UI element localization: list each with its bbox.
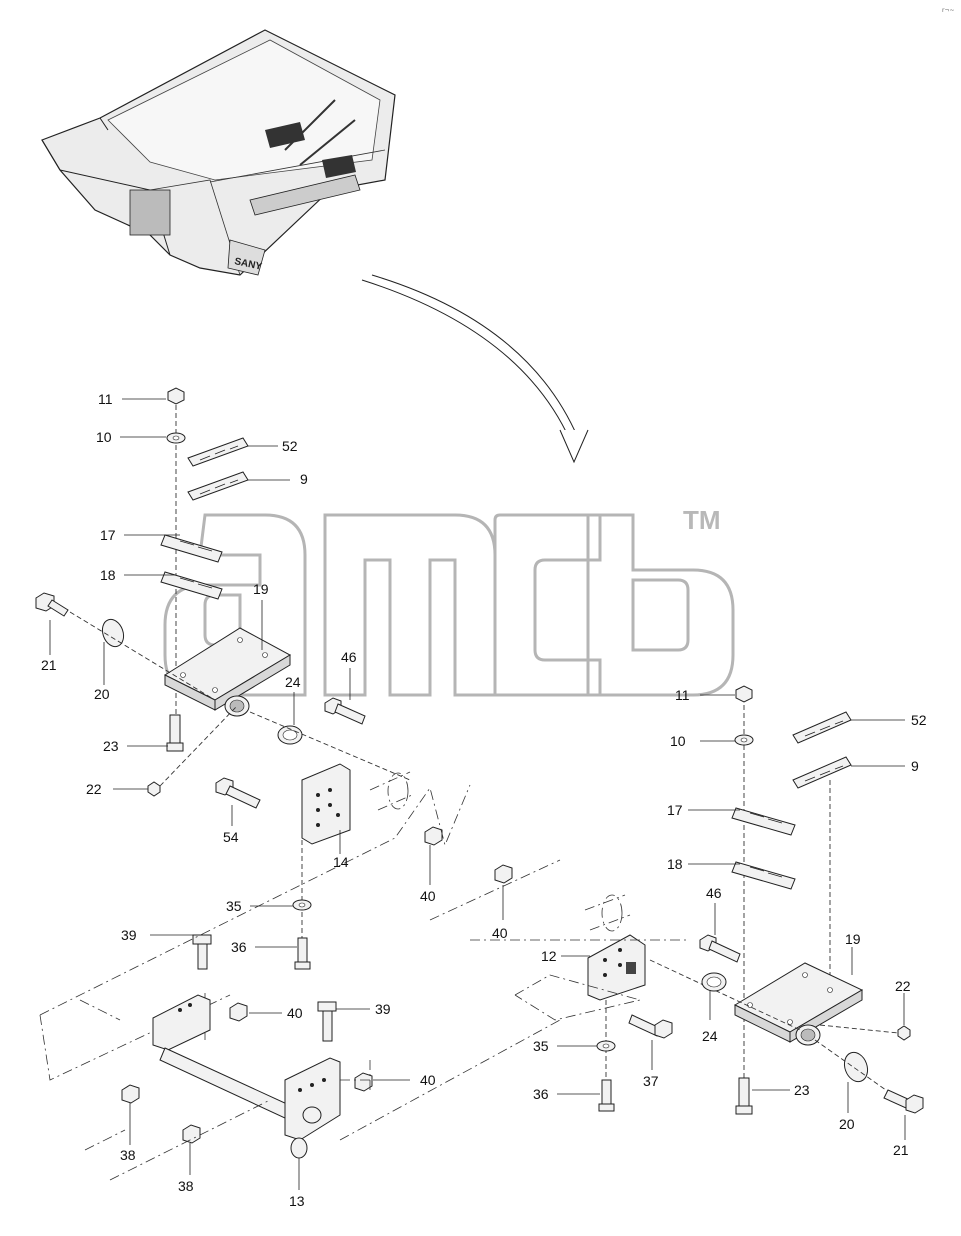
crossmember-13 bbox=[152, 994, 211, 1051]
callout-19: 19 bbox=[253, 581, 269, 597]
bolt-39-b bbox=[317, 1001, 337, 1012]
nut-40-b bbox=[229, 1002, 248, 1022]
callout-54: 54 bbox=[223, 829, 239, 845]
callout-13: 13 bbox=[289, 1193, 305, 1209]
shim-9-right bbox=[792, 756, 852, 789]
bracket-12 bbox=[587, 934, 646, 1001]
callout-37: 37 bbox=[643, 1073, 659, 1089]
curved-arrow bbox=[361, 274, 589, 464]
callout-39: 39 bbox=[121, 927, 137, 943]
nut-40-c bbox=[354, 1072, 373, 1092]
nut-38-b bbox=[182, 1124, 201, 1144]
nut-11 bbox=[167, 387, 185, 405]
bolt-36-right bbox=[601, 1079, 612, 1105]
nut-40-d bbox=[494, 864, 513, 884]
shim-9 bbox=[187, 471, 249, 501]
callout-14: 14 bbox=[333, 854, 349, 870]
dump-body-illustration: SANY bbox=[41, 29, 396, 276]
callout-24: 24 bbox=[285, 674, 301, 690]
callout-10: 10 bbox=[670, 733, 686, 749]
callout-9: 9 bbox=[300, 471, 308, 487]
callout-24: 24 bbox=[702, 1028, 718, 1044]
callout-12: 12 bbox=[541, 948, 557, 964]
callout-40: 40 bbox=[492, 925, 508, 941]
bolt-23-right bbox=[738, 1077, 750, 1107]
shim-17 bbox=[160, 534, 223, 563]
cover-20-right bbox=[843, 1051, 869, 1083]
bolt-23-left bbox=[169, 714, 181, 744]
callout-19: 19 bbox=[845, 931, 861, 947]
callout-35: 35 bbox=[226, 898, 242, 914]
callout-52: 52 bbox=[911, 712, 927, 728]
right-assembly bbox=[429, 685, 924, 1115]
callout-22: 22 bbox=[895, 978, 911, 994]
callout-36: 36 bbox=[231, 939, 247, 955]
callout-11: 11 bbox=[675, 687, 690, 703]
bracket-14 bbox=[301, 763, 351, 845]
shim-18-right bbox=[731, 861, 796, 890]
callout-38: 38 bbox=[178, 1178, 194, 1194]
left-assembly bbox=[35, 387, 561, 1181]
callout-17: 17 bbox=[100, 527, 116, 543]
bolt-39-a bbox=[192, 934, 212, 945]
trademark-mark: TM bbox=[683, 505, 721, 535]
nut-40-a bbox=[424, 826, 443, 846]
shim-52 bbox=[187, 437, 249, 467]
shim-52-right bbox=[792, 711, 852, 744]
nut-38-a bbox=[121, 1084, 140, 1104]
cover-20-left bbox=[101, 618, 125, 648]
callout-17: 17 bbox=[667, 802, 683, 818]
callout-40: 40 bbox=[287, 1005, 303, 1021]
callout-11: 11 bbox=[98, 391, 113, 407]
callout-9: 9 bbox=[911, 758, 919, 774]
callout-21: 21 bbox=[893, 1142, 909, 1158]
callout-23: 23 bbox=[794, 1082, 810, 1098]
callout-38: 38 bbox=[120, 1147, 136, 1163]
callout-22: 22 bbox=[86, 781, 102, 797]
bolt-36-left bbox=[297, 937, 308, 963]
callout-labels: 11 10 52 9 17 18 19 21 20 46 24 23 22 54… bbox=[41, 391, 927, 1209]
grease-fitting-22-left bbox=[147, 781, 161, 797]
nut-11-right bbox=[735, 685, 753, 703]
grease-fitting-22-right bbox=[897, 1025, 911, 1041]
shim-17-right bbox=[731, 807, 796, 836]
callout-21: 21 bbox=[41, 657, 57, 673]
corner-mark: r¬~ bbox=[942, 7, 955, 14]
callout-20: 20 bbox=[839, 1116, 855, 1132]
callout-39: 39 bbox=[375, 1001, 391, 1017]
callout-10: 10 bbox=[96, 429, 112, 445]
callout-18: 18 bbox=[667, 856, 683, 872]
callout-46: 46 bbox=[341, 649, 357, 665]
shim-18 bbox=[160, 571, 223, 600]
callout-46: 46 bbox=[706, 885, 722, 901]
callout-20: 20 bbox=[94, 686, 110, 702]
callout-18: 18 bbox=[100, 567, 116, 583]
callout-40: 40 bbox=[420, 888, 436, 904]
leader-lines bbox=[49, 398, 906, 1190]
callout-23: 23 bbox=[103, 738, 119, 754]
callout-35: 35 bbox=[533, 1038, 549, 1054]
callout-52: 52 bbox=[282, 438, 298, 454]
callout-40: 40 bbox=[420, 1072, 436, 1088]
callout-36: 36 bbox=[533, 1086, 549, 1102]
